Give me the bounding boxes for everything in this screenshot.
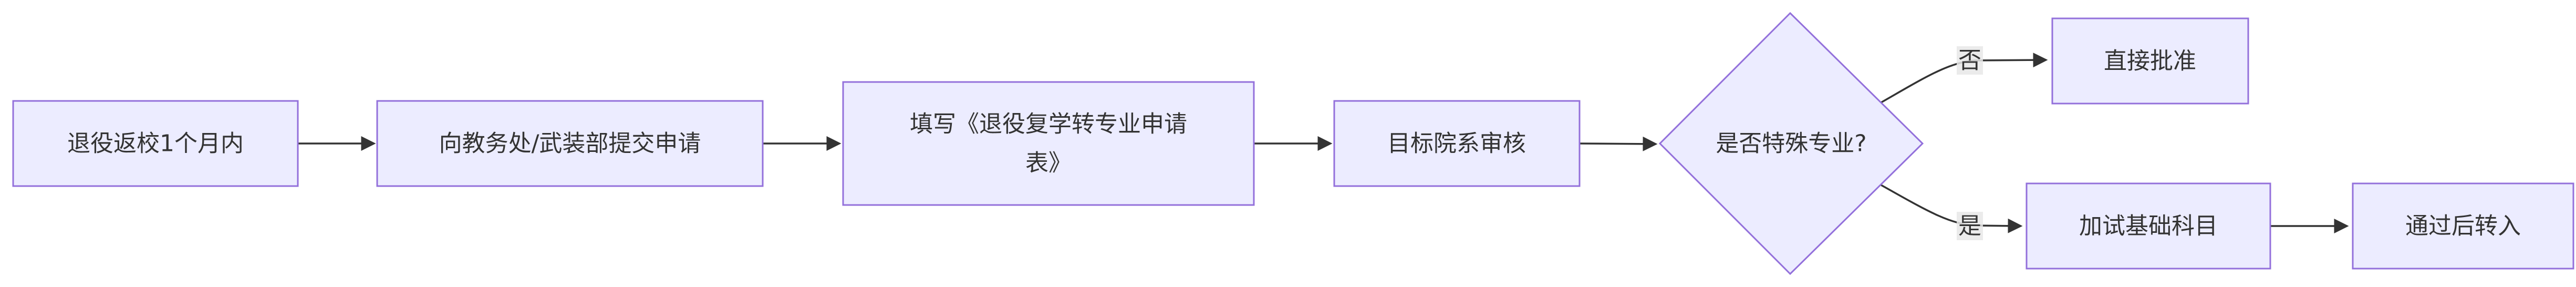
node-direct-approval-box [2051, 17, 2249, 105]
node-fill-form-label-line2: 表》 [1025, 150, 1072, 177]
node-fill-form-box [842, 81, 1255, 206]
edge-label-yes-text: 是 [1958, 213, 1981, 240]
edge-label-yes-bg [1957, 212, 1983, 240]
node-extra-exam-box [2026, 182, 2271, 270]
node-department-review[interactable]: 目标院系审核 [1333, 100, 1581, 187]
node-transfer-after-pass-label: 通过后转入 [2405, 213, 2521, 240]
node-return-to-school-label: 退役返校1个月内 [67, 130, 244, 157]
node-extra-exam-label: 加试基础科目 [2079, 213, 2218, 240]
node-transfer-after-pass-box [2352, 182, 2574, 270]
node-special-major-decision-diamond [1658, 12, 1924, 275]
node-fill-form-label-line1: 填写《退役复学转专业申请 [910, 111, 1187, 138]
node-submit-application-box [376, 100, 764, 187]
node-fill-form[interactable]: 填写《退役复学转专业申请 表》 [842, 81, 1255, 206]
node-direct-approval-label: 直接批准 [2104, 48, 2196, 75]
edge-label-no-text: 否 [1958, 47, 1981, 74]
node-submit-application-label: 向教务处/武装部提交申请 [439, 130, 701, 157]
node-department-review-label: 目标院系审核 [1387, 130, 1526, 157]
node-direct-approval[interactable]: 直接批准 [2051, 17, 2249, 105]
node-extra-exam[interactable]: 加试基础科目 [2026, 182, 2271, 270]
node-transfer-after-pass[interactable]: 通过后转入 [2352, 182, 2574, 270]
edge-label-yes: 是 [1957, 212, 1983, 240]
edge-label-no-bg [1957, 46, 1983, 75]
node-special-major-decision-label: 是否特殊专业? [1716, 130, 1866, 157]
edge-label-no: 否 [1957, 46, 1983, 75]
edge-n5-n7 [1881, 184, 2023, 233]
node-return-to-school[interactable]: 退役返校1个月内 [12, 100, 299, 187]
node-department-review-box [1333, 100, 1581, 187]
node-special-major-decision[interactable]: 是否特殊专业? [1658, 12, 1924, 275]
node-submit-application[interactable]: 向教务处/武装部提交申请 [376, 100, 764, 187]
node-return-to-school-box [12, 100, 299, 187]
